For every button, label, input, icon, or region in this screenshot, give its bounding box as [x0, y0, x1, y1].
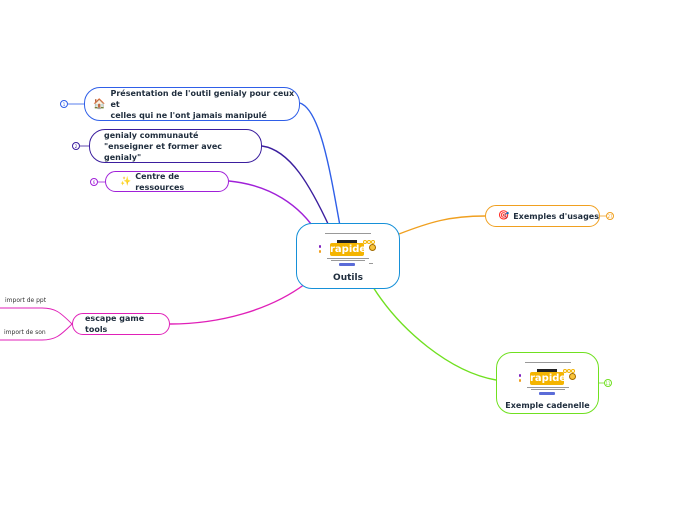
badge-cadenelle[interactable]: 11	[604, 379, 612, 387]
connector-communaute	[261, 145, 331, 229]
target-icon: 🎯	[498, 211, 510, 221]
node-cadenelle-label: Exemple cadenelle	[505, 401, 590, 410]
leaf-import-ppt[interactable]: import de ppt	[5, 297, 47, 304]
badge-presentation-count: 1	[62, 101, 66, 107]
node-escape-label: escape game tools	[85, 314, 145, 334]
leaf-import-son[interactable]: import de son	[4, 329, 46, 336]
thumb-word: rapide	[330, 243, 367, 256]
node-exemples[interactable]: 🎯 Exemples d'usages	[485, 205, 600, 227]
sparkles-icon: ✨	[120, 176, 132, 187]
emoji-face-icon	[369, 244, 376, 251]
badge-exemples-count: 27	[607, 213, 613, 219]
emoji-face-icon-cadenelle	[569, 373, 576, 380]
center-thumbnail: rapide	[319, 231, 377, 271]
node-communaute[interactable]: genialy communauté "enseigner et former …	[89, 129, 262, 163]
connector-presentation	[299, 102, 341, 227]
connector-exemples	[398, 215, 486, 235]
center-node-outils[interactable]: rapide Outils	[296, 223, 400, 289]
connector-import-son	[0, 323, 73, 341]
node-ressources-label: Centre de ressources	[135, 171, 185, 192]
node-communaute-label: genialy communauté "enseigner et former …	[104, 130, 223, 162]
center-node-label: Outils	[333, 273, 363, 283]
node-escape[interactable]: escape game tools	[72, 313, 170, 335]
connector-import-ppt	[0, 307, 73, 325]
node-ressources[interactable]: ✨ Centre de ressources	[105, 171, 229, 192]
node-presentation[interactable]: 🏠 Présentation de l'outil genialy pour c…	[84, 87, 300, 121]
badge-communaute[interactable]: 2	[72, 142, 80, 150]
node-presentation-label: Présentation de l'outil genialy pour ceu…	[110, 88, 295, 120]
connector-escape	[169, 283, 306, 325]
badge-ressources-count: 6	[92, 179, 96, 185]
node-exemples-label: Exemples d'usages	[513, 211, 599, 221]
cadenelle-thumbnail: rapide	[519, 360, 577, 398]
badge-exemples[interactable]: 27	[606, 212, 614, 220]
connector-cadenelle	[372, 286, 497, 381]
badge-communaute-count: 2	[74, 143, 78, 149]
badge-ressources[interactable]: 6	[90, 178, 98, 186]
node-cadenelle[interactable]: rapide Exemple cadenelle	[496, 352, 599, 414]
badge-cadenelle-count: 11	[605, 380, 611, 386]
house-icon: 🏠	[93, 98, 106, 110]
badge-presentation[interactable]: 1	[60, 100, 68, 108]
thumb-word-cadenelle: rapide	[530, 372, 567, 385]
